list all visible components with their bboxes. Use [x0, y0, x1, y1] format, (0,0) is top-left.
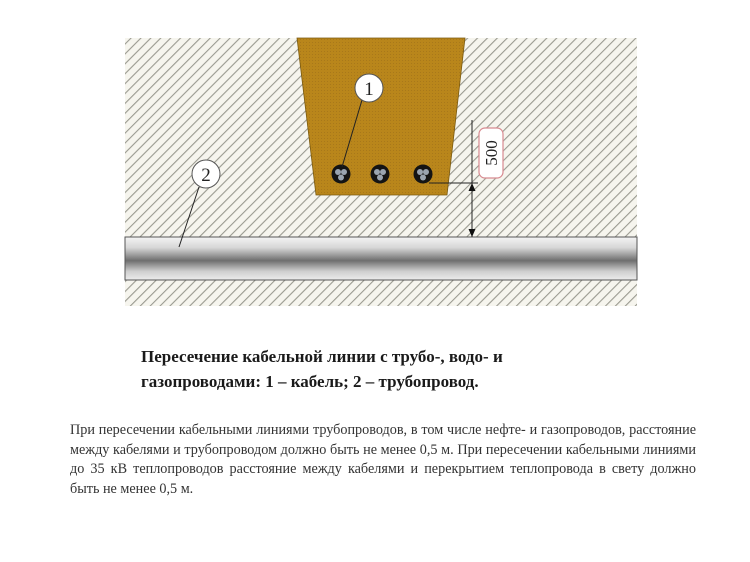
figure-caption: Пересечение кабельной линии с трубо-, во…: [141, 347, 503, 391]
dimension-label-box: [478, 127, 504, 179]
marker-1-label: 1: [364, 79, 374, 100]
dimension-arrow-up-icon: [468, 183, 476, 191]
cable-pipe-crossing-diagram: 1 2 500: [124, 37, 638, 306]
dimension-value: 500: [482, 140, 501, 166]
cable-trench: [296, 37, 466, 196]
cable-icon: [370, 164, 390, 184]
body-paragraph: При пересечении кабельными линиями трубо…: [70, 422, 696, 497]
marker-2-label: 2: [201, 165, 211, 186]
marker-2-icon: [191, 159, 221, 189]
pipeline: [124, 236, 638, 281]
marker-1-icon: [354, 73, 384, 103]
cable-icon: [331, 164, 351, 184]
dimension-arrow-down-icon: [468, 229, 476, 237]
cable-icon: [413, 164, 433, 184]
